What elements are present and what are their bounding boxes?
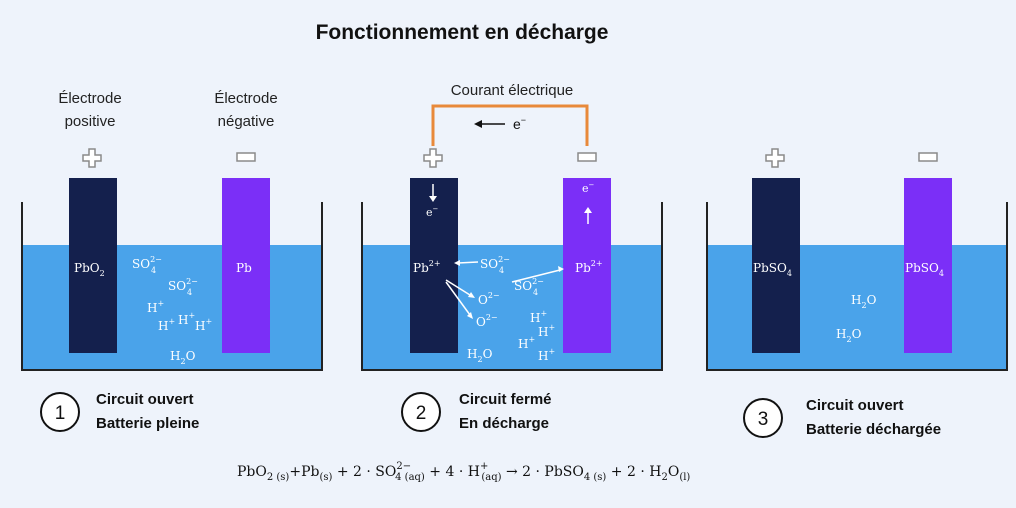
beaker [706,202,1008,371]
sulfate-ion: SO2−4 [514,277,544,297]
diagram-title: Fonctionnement en décharge [316,21,609,44]
minus-terminal-icon [577,152,597,162]
state-line-2: En décharge [459,415,549,432]
hydrogen-ion: H+ [178,311,195,327]
state-line-1: Circuit fermé [459,391,552,408]
sulfate-ion: SO2−4 [132,255,162,275]
state-line-1: Circuit ouvert [96,391,194,408]
pb-label: Pb [236,261,252,275]
electron-label: e− [426,205,439,219]
cell-2: Courant électrique e− e− e− Pb2+ Pb2+ [361,82,663,432]
positive-electrode-label-2: positive [65,113,116,130]
reaction-equation: PbO2 (s)+Pb(s) + 2 · SO2−4 (aq) + 4 · H+… [237,461,690,483]
minus-terminal-icon [918,152,938,162]
step-number-badge [40,392,80,432]
step-number: 3 [758,409,769,430]
oxide-ion: O2− [478,291,500,307]
pbso4-label: PbSO4 [753,261,792,278]
arrow-up-icon [584,207,592,224]
sulfate-ion: SO2−4 [168,277,198,297]
negative-electrode [904,178,952,353]
pbo2-label: PbO2 [74,261,105,278]
hydrogen-ion: H+ [538,347,555,363]
hydrogen-ion: H+ [147,299,164,315]
external-wire [431,104,589,146]
step-number: 2 [416,403,427,424]
reaction-arrows [445,260,564,319]
negative-electrode [563,178,611,353]
plus-terminal-icon [765,148,785,168]
arrow-down-icon [429,184,437,202]
state-line-2: Batterie déchargée [806,421,941,438]
state-line-2: Batterie pleine [96,415,199,432]
positive-electrode [69,178,117,353]
oxide-ion: O2− [476,313,498,329]
hydrogen-ion: H+ [518,335,535,351]
hydrogen-ion: H+ [158,317,175,333]
beaker [21,202,323,371]
hydrogen-ion: H+ [538,323,555,339]
negative-electrode-label-2: négative [218,113,275,130]
electron-label: e− [582,181,595,195]
positive-electrode [752,178,800,353]
cell-1: Électrode positive Électrode négative Pb… [21,90,323,432]
positive-electrode [410,178,458,353]
arrow-left-icon [474,120,505,128]
electrolyte [362,245,662,370]
step-number: 1 [55,403,66,424]
cell-3: PbSO4 PbSO4 H2O H2O 3 Circuit ouvert Bat… [706,148,1008,438]
beaker [361,202,663,371]
current-label: Courant électrique [451,82,574,99]
lead-ion-label: Pb2+ [575,259,603,275]
positive-electrode-label-1: Électrode [58,90,121,107]
plus-terminal-icon [423,148,443,168]
sulfate-ion: SO2−4 [480,255,510,275]
water-molecule: H2O [836,327,862,344]
water-molecule: H2O [467,347,493,364]
electron-label: e− [513,115,526,132]
step-number-badge [401,392,441,432]
hydrogen-ion: H+ [195,317,212,333]
state-line-1: Circuit ouvert [806,397,904,414]
negative-electrode [222,178,270,353]
plus-terminal-icon [82,148,102,168]
water-molecule: H2O [851,293,877,310]
pbso4-label: PbSO4 [905,261,944,278]
negative-electrode-label-1: Électrode [214,90,277,107]
hydrogen-ion: H+ [530,309,547,325]
water-molecule: H2O [170,349,196,366]
minus-terminal-icon [236,152,256,162]
step-number-badge [743,398,783,438]
lead-ion-label: Pb2+ [413,259,441,275]
